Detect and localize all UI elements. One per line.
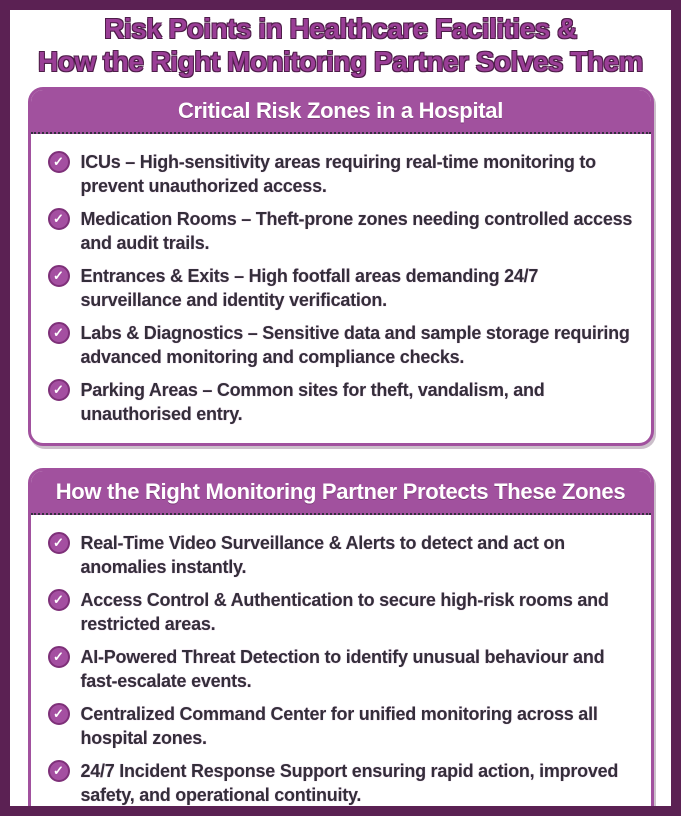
check-circle-icon: ✓ xyxy=(47,265,70,287)
list-item-text: Parking Areas – Common sites for theft, … xyxy=(80,380,545,424)
card-critical-risk-zones: Critical Risk Zones in a Hospital ✓ ICUs… xyxy=(27,87,654,446)
card-critical-risk-zones-list: ✓ ICUs – High-sensitivity areas requirin… xyxy=(31,134,651,443)
list-item: ✓ Medication Rooms – Theft-prone zones n… xyxy=(47,207,635,255)
check-circle-icon: ✓ xyxy=(47,532,70,554)
list-item-text: Access Control & Authentication to secur… xyxy=(80,590,609,634)
list-item: ✓ AI-Powered Threat Detection to identif… xyxy=(47,645,635,693)
list-item: ✓ Centralized Command Center for unified… xyxy=(47,702,635,750)
list-item: ✓ ICUs – High-sensitivity areas requirin… xyxy=(47,150,635,198)
list-item: ✓ Access Control & Authentication to sec… xyxy=(47,588,635,636)
card-monitoring-partner-protection-list: ✓ Real-Time Video Surveillance & Alerts … xyxy=(31,515,651,806)
list-item-text: Labs & Diagnostics – Sensitive data and … xyxy=(80,323,630,367)
card-monitoring-partner-protection: How the Right Monitoring Partner Protect… xyxy=(27,468,654,806)
page-title-line2: How the Right Monitoring Partner Solves … xyxy=(38,46,643,77)
card-monitoring-partner-protection-header: How the Right Monitoring Partner Protect… xyxy=(30,471,651,515)
list-item: ✓ Entrances & Exits – High footfall area… xyxy=(47,264,635,312)
list-item: ✓ 24/7 Incident Response Support ensurin… xyxy=(47,759,635,806)
check-circle-icon: ✓ xyxy=(47,151,70,173)
check-circle-icon: ✓ xyxy=(47,589,70,611)
page-title: Risk Points in Healthcare Facilities & H… xyxy=(10,12,671,78)
list-item-text: Medication Rooms – Theft-prone zones nee… xyxy=(80,209,633,253)
list-item: ✓ Real-Time Video Surveillance & Alerts … xyxy=(47,531,635,579)
list-item-text: 24/7 Incident Response Support ensuring … xyxy=(80,761,619,805)
check-circle-icon: ✓ xyxy=(47,646,70,668)
check-circle-icon: ✓ xyxy=(47,703,70,725)
list-item: ✓ Parking Areas – Common sites for theft… xyxy=(47,378,635,426)
check-circle-icon: ✓ xyxy=(47,760,70,782)
list-item-text: Real-Time Video Surveillance & Alerts to… xyxy=(80,533,566,577)
check-circle-icon: ✓ xyxy=(47,322,70,344)
list-item-text: Centralized Command Center for unified m… xyxy=(80,704,598,748)
list-item-text: Entrances & Exits – High footfall areas … xyxy=(80,266,539,310)
check-circle-icon: ✓ xyxy=(47,208,70,230)
list-item: ✓ Labs & Diagnostics – Sensitive data an… xyxy=(47,321,635,369)
page-title-line1: Risk Points in Healthcare Facilities & xyxy=(104,13,577,44)
list-item-text: AI-Powered Threat Detection to identify … xyxy=(80,647,605,691)
card-critical-risk-zones-header: Critical Risk Zones in a Hospital xyxy=(30,90,651,134)
check-circle-icon: ✓ xyxy=(47,379,70,401)
list-item-text: ICUs – High-sensitivity areas requiring … xyxy=(80,152,597,196)
